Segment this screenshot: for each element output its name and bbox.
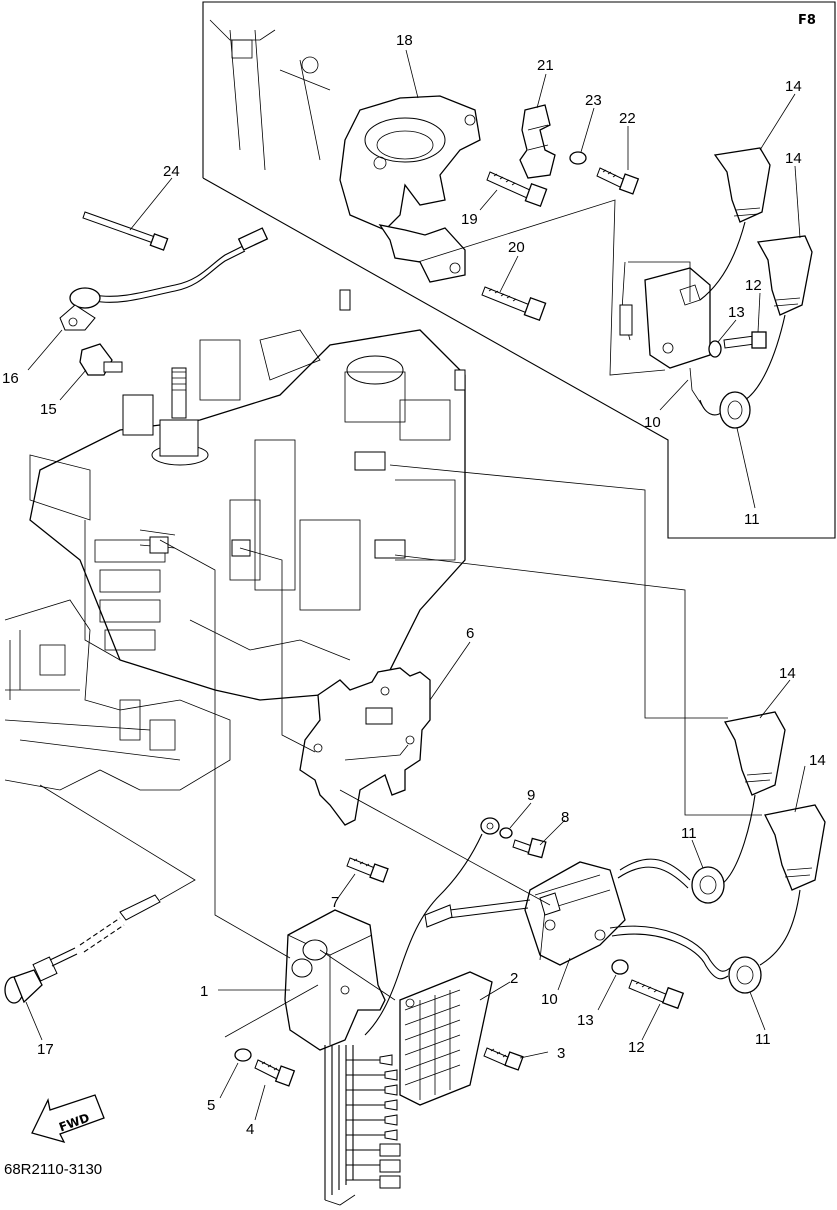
washer-13-bottom: [611, 959, 629, 975]
plug-cap-14-bottom-a: [699, 711, 786, 894]
callout-10-a: 10: [644, 414, 661, 431]
callout-16: 16: [2, 370, 19, 387]
lead-wire-16: [59, 227, 269, 331]
callout-2: 2: [510, 970, 518, 987]
wiring-harness: [324, 1045, 401, 1206]
callout-4: 4: [246, 1121, 254, 1138]
engine-block: [29, 289, 466, 701]
bracket-plate-6: [299, 667, 431, 826]
bolt-22: [596, 167, 640, 195]
callout-20: 20: [508, 239, 525, 256]
callout-14-d: 14: [809, 752, 826, 769]
washer-9: [499, 827, 513, 839]
lower-casing: [4, 599, 231, 791]
washer-13-top: [708, 340, 722, 358]
callout-11-b: 11: [681, 825, 697, 842]
callout-9: 9: [527, 787, 535, 804]
washer-23: [569, 151, 587, 165]
ground-lead: [364, 817, 500, 1036]
callout-23: 23: [585, 92, 602, 109]
bolt-4: [254, 1059, 296, 1087]
plug-cap-14-bottom-b: [759, 804, 826, 966]
bolt-12-bottom: [628, 979, 685, 1010]
callout-13-b: 13: [577, 1012, 594, 1029]
callout-24: 24: [163, 163, 180, 180]
callout-12-b: 12: [628, 1039, 645, 1056]
callout-8: 8: [561, 809, 569, 826]
callout-14-b: 14: [785, 150, 802, 167]
sensor-15: [79, 343, 123, 376]
grommet-11-top: [699, 391, 751, 429]
bolt-12-top: [723, 331, 767, 349]
plug-cap-14-top-b: [744, 235, 813, 401]
sensor-17: [4, 894, 161, 1004]
cable-tie-24: [82, 211, 169, 251]
clip-21: [519, 104, 556, 179]
rectifier-2: [399, 971, 493, 1106]
callout-numbers: 18 21 23 22 14 14 12 13 10 11 19 20 24 1…: [2, 32, 826, 1138]
callout-17: 17: [37, 1041, 54, 1058]
ignition-coil-10-bottom: [424, 861, 626, 966]
screw-8: [512, 837, 547, 859]
sheet-code: F8: [798, 13, 816, 28]
callout-5: 5: [207, 1097, 215, 1114]
callout-13-a: 13: [728, 304, 745, 321]
connection-lines: [39, 199, 762, 1038]
screw-7: [346, 857, 389, 883]
ignition-coil-10-top: [619, 261, 711, 411]
callout-21: 21: [537, 57, 554, 74]
callout-6: 6: [466, 625, 474, 642]
callout-18: 18: [396, 32, 413, 49]
grommet-11-bottom-a: [617, 858, 725, 904]
callout-leaders: [25, 49, 806, 1121]
callout-19: 19: [461, 211, 478, 228]
bolt-19: [486, 171, 548, 208]
callout-15: 15: [40, 401, 57, 418]
callout-14-c: 14: [779, 665, 796, 682]
callout-14-a: 14: [785, 78, 802, 95]
plug-cap-14-top-a: [699, 147, 771, 301]
washer-5: [234, 1048, 252, 1062]
bracket-18: [209, 19, 481, 283]
callout-12-a: 12: [745, 277, 762, 294]
callout-3: 3: [557, 1045, 565, 1062]
callout-22: 22: [619, 110, 636, 127]
screw-3: [483, 1047, 524, 1071]
bolt-20: [481, 286, 547, 322]
cdi-unit-1: [284, 909, 386, 1051]
callout-7: 7: [331, 894, 339, 911]
f8-inset-frame: F8: [202, 1, 836, 539]
drawing-number: 68R2110-3130: [4, 1161, 102, 1178]
callout-11-c: 11: [755, 1031, 771, 1048]
callout-1: 1: [200, 983, 208, 1000]
callout-11-a: 11: [744, 511, 760, 528]
callout-10-b: 10: [541, 991, 558, 1008]
forward-direction-arrow: FWD: [31, 1094, 105, 1144]
grommet-11-bottom-b: [609, 925, 762, 994]
